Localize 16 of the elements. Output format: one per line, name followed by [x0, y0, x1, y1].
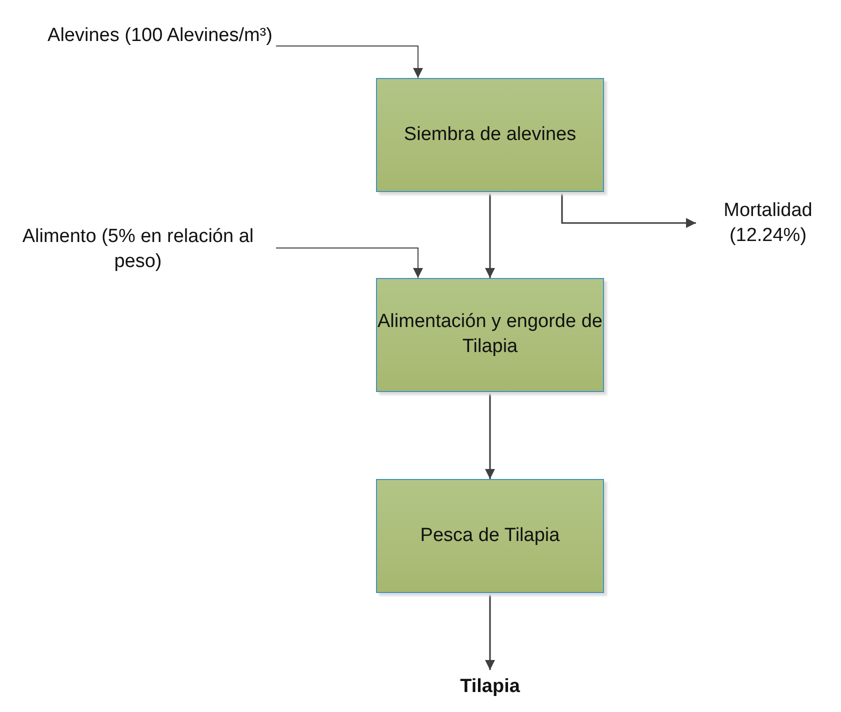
- arrow: [561, 192, 696, 228]
- arrow: [485, 392, 495, 479]
- process-label: Pesca de Tilapia: [420, 524, 560, 548]
- process-label: Siembra de alevines: [404, 122, 576, 147]
- flow-label: Tilapia: [460, 674, 520, 699]
- arrow: [485, 593, 495, 670]
- process-box: [376, 78, 604, 192]
- process-label: Alimentación y engorde de Tilapia: [377, 310, 603, 359]
- flow-label: Alimento (5% en relación al peso): [21, 225, 255, 274]
- flow-label: Mortalidad (12.24%): [722, 199, 814, 248]
- arrow: [485, 192, 495, 278]
- arrow: [276, 248, 423, 278]
- arrow: [276, 46, 423, 78]
- process-box: [376, 479, 604, 593]
- process-box: [376, 278, 604, 392]
- flow-label: Alevines (100 Alevines/m³): [48, 24, 272, 48]
